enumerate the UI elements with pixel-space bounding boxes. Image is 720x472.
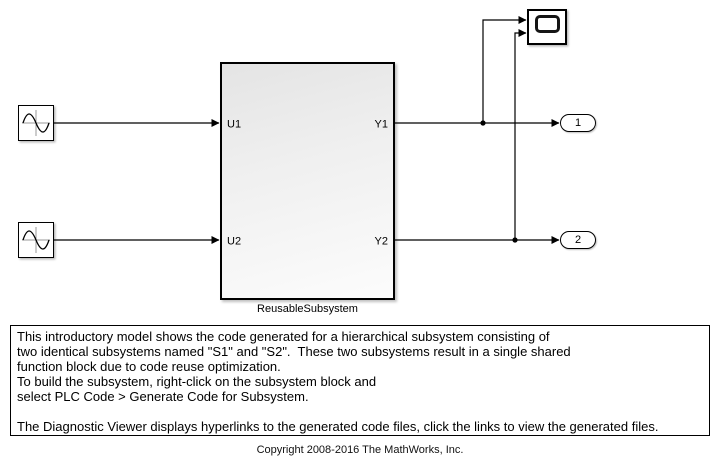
outport-1-block[interactable]: 1 bbox=[560, 114, 596, 132]
wire-y2-branch-to-scope[interactable] bbox=[514, 29, 527, 240]
scope-screen-icon bbox=[534, 15, 560, 33]
outport-2-block[interactable]: 2 bbox=[560, 231, 596, 249]
copyright-text: Copyright 2008-2016 The MathWorks, Inc. bbox=[256, 444, 464, 456]
annotation-line: To build the subsystem, right-click on t… bbox=[17, 374, 377, 389]
sine-wave-block-1[interactable] bbox=[18, 105, 54, 141]
annotation-line: select PLC Code > Generate Code for Subs… bbox=[17, 389, 309, 404]
sine-wave-icon bbox=[22, 227, 50, 253]
input-port-label-u1: U1 bbox=[227, 118, 242, 131]
branch-point-y1 bbox=[480, 120, 486, 126]
output-port-label-y2: Y2 bbox=[374, 235, 388, 248]
branch-point-y2 bbox=[512, 237, 518, 243]
sine-wave-block-2[interactable] bbox=[18, 222, 54, 258]
outport-2-label: 2 bbox=[574, 234, 582, 246]
outport-1-label: 1 bbox=[574, 117, 582, 129]
annotation-line bbox=[17, 404, 703, 419]
wire-y1-branch-to-scope[interactable] bbox=[482, 16, 527, 123]
annotation-line: function block due to code reuse optimiz… bbox=[17, 359, 281, 374]
input-port-label-u2: U2 bbox=[227, 235, 242, 248]
annotation-line: two identical subsystems named "S1" and … bbox=[17, 344, 571, 359]
annotation-box[interactable]: This introductory model shows the code g… bbox=[10, 325, 710, 436]
scope-block[interactable] bbox=[527, 9, 567, 45]
sine-wave-icon bbox=[22, 110, 50, 136]
subsystem-name-label: ReusableSubsystem bbox=[257, 303, 358, 315]
annotation-line: The Diagnostic Viewer displays hyperlink… bbox=[17, 419, 659, 434]
annotation-line: This introductory model shows the code g… bbox=[17, 329, 550, 344]
reusable-subsystem-block[interactable]: U1 U2 Y1 Y2 bbox=[220, 62, 395, 300]
output-port-label-y1: Y1 bbox=[374, 118, 388, 131]
